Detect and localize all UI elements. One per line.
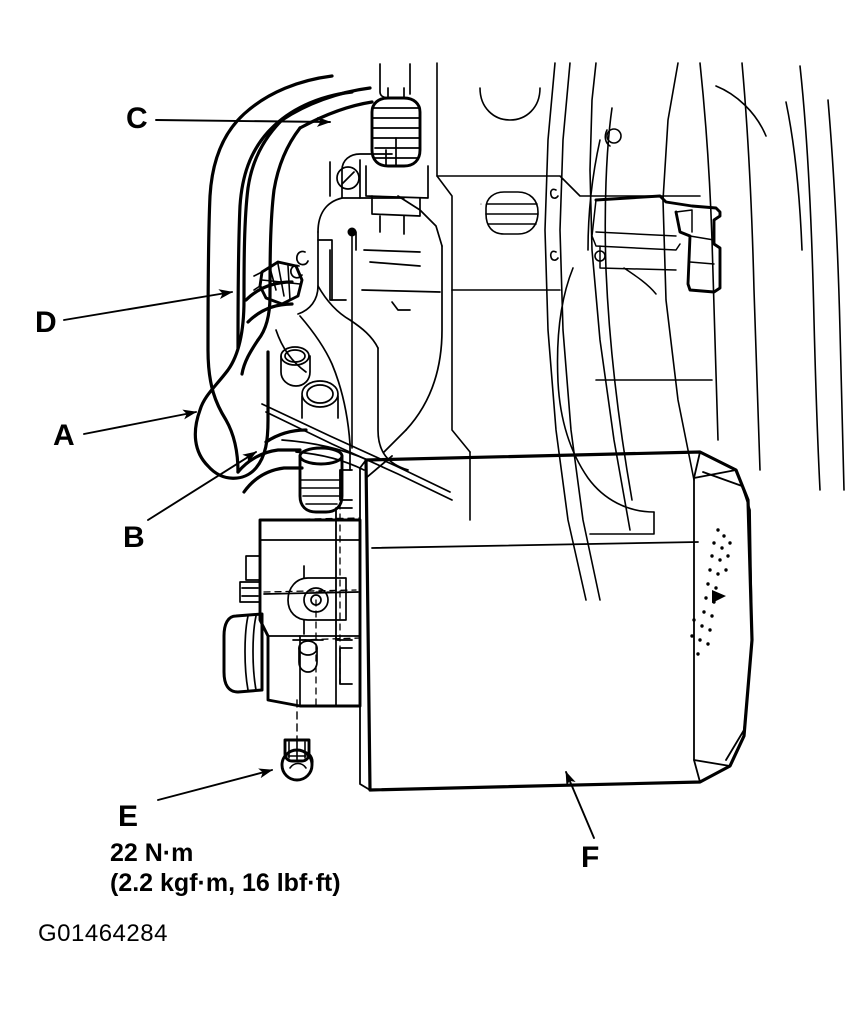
housing-port — [298, 446, 344, 514]
valve-housing — [258, 518, 362, 708]
casting-group — [261, 153, 453, 501]
callout-label-e: E — [118, 800, 139, 833]
hose-upper — [280, 86, 374, 130]
hose-a — [206, 74, 354, 474]
mounting-bolt-detail — [287, 739, 314, 769]
hose-joint-connector-detail — [253, 263, 301, 301]
callout-label-d: D — [35, 306, 57, 339]
leader-f — [565, 771, 595, 839]
torque-line-alt: (2.2 kgf·m, 16 lbf·ft) — [110, 869, 341, 897]
two-way-valve — [370, 96, 422, 168]
callout-label-a: A — [53, 419, 75, 452]
callout-label-b: B — [123, 521, 145, 554]
hidden-lines — [259, 469, 361, 707]
canister-shading — [690, 528, 732, 656]
two-way-valve-ribs — [371, 63, 421, 167]
torque-specification: 22 N·m (2.2 kgf·m, 16 lbf·ft) — [110, 838, 341, 898]
leader-dot-pointer — [347, 227, 357, 449]
hose-joint-connector — [258, 260, 304, 306]
hose-purge — [236, 428, 308, 494]
hose-b — [193, 118, 302, 480]
leader-e — [157, 768, 273, 801]
right-bracket-detail — [591, 199, 715, 295]
leader-d — [63, 289, 233, 321]
housing-side-connector — [222, 612, 264, 694]
evap-canister-detail — [335, 451, 753, 791]
leader-lines — [63, 116, 595, 839]
torque-line-nm: 22 N·m — [110, 839, 194, 867]
housing-port-ribs — [299, 479, 343, 505]
leader-a — [83, 409, 197, 435]
valve-housing-detail — [239, 539, 361, 707]
body-panel-group — [436, 62, 845, 601]
figure-id-label: G01464284 — [38, 920, 168, 947]
callout-label-f: F — [581, 841, 600, 874]
housing-stud — [292, 639, 324, 673]
callout-label-c: C — [126, 102, 148, 135]
two-way-valve-base — [365, 165, 429, 235]
right-bracket — [594, 194, 722, 294]
leader-b — [147, 451, 257, 521]
leader-c — [155, 116, 331, 127]
housing-side-connector-detail — [244, 615, 257, 691]
